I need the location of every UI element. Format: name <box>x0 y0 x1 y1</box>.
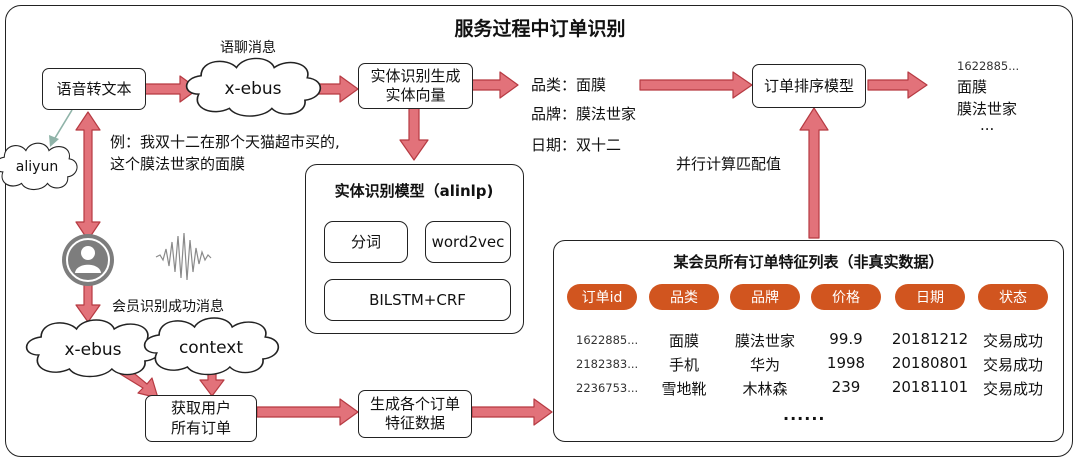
generate-features-line1: 生成各个订单 <box>369 394 460 413</box>
table-cell-brand: 木林森 <box>742 380 788 398</box>
parallel-match-label: 并行计算匹配值 <box>676 155 782 173</box>
bilstm-crf-box: BILSTM+CRF <box>324 279 511 321</box>
arrow-stt-to-xebus <box>144 75 199 103</box>
soundwave-icon <box>155 232 212 281</box>
header-status: 状态 <box>978 284 1048 310</box>
table-cell-category: 面膜 <box>668 332 699 350</box>
entity-category: 品类：面膜 <box>531 76 606 95</box>
xebus-top-text: x-ebus <box>224 79 282 99</box>
xebus-bottom-text: x-ebus <box>64 340 122 360</box>
table-cell-price: 1998 <box>826 354 866 372</box>
entity-generation-line2: 实体向量 <box>385 86 446 104</box>
table-cell-price: 239 <box>831 378 861 396</box>
speech-to-text-box: 语音转文本 <box>42 68 146 110</box>
entity-brand-key: 品牌： <box>531 105 577 123</box>
table-cell-price: 99.9 <box>829 330 863 348</box>
entity-generation-box: 实体识别生成 实体向量 <box>358 63 473 109</box>
chat-message-label: 语聊消息 <box>220 40 276 56</box>
fetch-orders-line1: 获取用户 <box>170 399 231 417</box>
diagram-frame <box>5 5 1073 457</box>
header-price: 价格 <box>811 284 881 310</box>
generate-features-line2: 特征数据 <box>384 414 445 432</box>
result-order-id: 1622885... <box>957 59 1020 73</box>
member-success-label: 会员识别成功消息 <box>112 299 224 315</box>
table-cell-brand: 膜法世家 <box>734 332 795 350</box>
entity-model-title: 实体识别模型（alinlp) <box>334 182 494 200</box>
feature-table-container <box>553 240 1064 442</box>
header-brand: 品牌 <box>730 284 800 310</box>
arrow-table-to-sorter <box>799 107 829 239</box>
arrow-fetch-to-gen <box>256 398 359 426</box>
table-cell-status: 交易成功 <box>982 356 1043 374</box>
feature-table-title: 某会员所有订单特征列表（非真实数据） <box>673 253 944 271</box>
table-cell-status: 交易成功 <box>982 332 1043 350</box>
example-text-line2: 这个膜法世家的面膜 <box>110 155 246 173</box>
arrow-entity-to-model <box>399 107 429 161</box>
header-category: 品类 <box>649 284 719 310</box>
entity-brand: 品牌：膜法世家 <box>531 105 636 124</box>
result-item-category: 面膜 <box>957 78 988 96</box>
arrow-list-to-sorter <box>639 71 753 99</box>
table-cell-id: 1622885... <box>576 333 639 347</box>
entity-category-key: 品类： <box>531 76 577 94</box>
aliyun-text: aliyun <box>15 159 59 175</box>
table-cell-date: 20181101 <box>891 378 969 396</box>
example-text-line1: 例：我双十二在那个天猫超市买的, <box>110 133 340 151</box>
entity-date-value: 双十二 <box>576 136 622 154</box>
entity-generation-line1: 实体识别生成 <box>370 66 461 85</box>
user-avatar-icon <box>62 234 114 286</box>
generate-features-box: 生成各个订单 特征数据 <box>358 390 472 438</box>
fetch-orders-line2: 所有订单 <box>170 418 231 437</box>
table-cell-date: 20181212 <box>891 330 969 348</box>
header-order-id: 订单id <box>567 284 637 310</box>
arrow-stt-avatar <box>75 111 101 241</box>
table-cell-date: 20180801 <box>891 354 969 372</box>
header-date: 日期 <box>895 284 965 310</box>
table-cell-category: 雪地靴 <box>661 380 707 398</box>
arrow-gen-to-table <box>471 398 553 426</box>
table-cell-id: 2236753... <box>576 381 639 395</box>
table-cell-brand: 华为 <box>749 356 780 374</box>
entity-date-key: 日期： <box>531 136 577 154</box>
result-more: ... <box>980 116 995 134</box>
table-cell-id: 2182383... <box>576 357 639 371</box>
order-sort-model-box: 订单排序模型 <box>752 64 866 108</box>
fetch-orders-box: 获取用户 所有订单 <box>145 395 257 442</box>
arrow-sorter-to-result <box>867 71 928 99</box>
entity-date: 日期：双十二 <box>531 136 621 155</box>
table-cell-status: 交易成功 <box>982 380 1043 398</box>
word-segmentation-box: 分词 <box>324 221 408 263</box>
result-item-brand: 膜法世家 <box>957 100 1018 118</box>
arrow-stt-to-aliyun <box>54 109 73 139</box>
word2vec-box: word2vec <box>425 221 511 263</box>
entity-category-value: 面膜 <box>576 76 607 94</box>
context-text: context <box>178 338 244 358</box>
arrow-avatar-to-xebus <box>75 281 101 323</box>
table-ellipsis: ...... <box>783 405 826 424</box>
diagram-title: 服务过程中订单识别 <box>454 18 626 40</box>
entity-brand-value: 膜法世家 <box>576 105 637 123</box>
table-cell-category: 手机 <box>668 356 699 374</box>
arrow-entity-to-list <box>471 71 519 99</box>
